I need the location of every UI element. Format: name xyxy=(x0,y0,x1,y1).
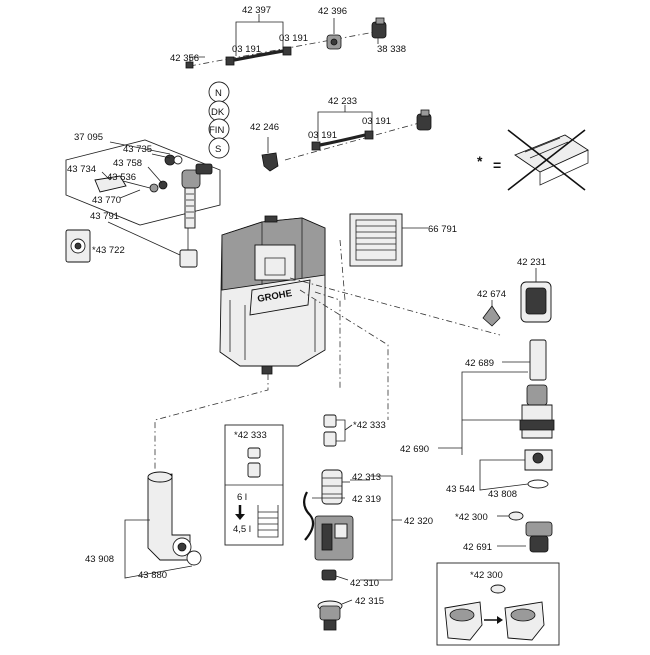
cistern-opening xyxy=(254,244,296,281)
label-43544: 43 544 xyxy=(446,484,475,495)
valve-42396 xyxy=(326,34,342,50)
flush-valve-column xyxy=(303,414,402,631)
part-43880 xyxy=(186,550,202,566)
inset-42300-title: *42 300 xyxy=(470,570,503,581)
fill-valve-group xyxy=(65,139,221,268)
part-42310 xyxy=(321,569,337,581)
label-43770: 43 770 xyxy=(92,195,121,206)
label-42333: *42 333 xyxy=(353,420,386,431)
label-42397: 42 397 xyxy=(242,5,271,16)
country-circle-s xyxy=(208,137,230,159)
label-42689: 42 689 xyxy=(465,358,494,369)
label-42319: 42 319 xyxy=(352,494,381,505)
inset-42333-title: *42 333 xyxy=(234,430,267,441)
label-42310: 42 310 xyxy=(350,578,379,589)
part-43791 xyxy=(179,249,198,268)
hose-assembly-middle xyxy=(261,105,432,172)
part-42356 xyxy=(185,61,194,69)
inset-volume-45: 4,5 l xyxy=(233,524,251,535)
label-42396: 42 396 xyxy=(318,6,347,17)
part-42689 xyxy=(529,339,547,381)
label-42356: 42 356 xyxy=(170,53,199,64)
label-42320: 42 320 xyxy=(404,516,433,527)
country-label-n: N xyxy=(215,88,222,99)
label-43734: 43 734 xyxy=(67,164,96,175)
label-43908: 43 908 xyxy=(85,554,114,565)
label-42231: 42 231 xyxy=(517,257,546,268)
valve-38338 xyxy=(371,17,387,39)
label-43791: 43 791 xyxy=(90,211,119,222)
inset-42333: *42 333 6 l 4,5 l xyxy=(224,424,284,546)
label-38338: 38 338 xyxy=(377,44,406,55)
flush-pipe-column xyxy=(438,268,555,553)
country-label-s: S xyxy=(215,144,221,155)
part-42674 xyxy=(482,305,501,327)
label-37095: 37 095 xyxy=(74,132,103,143)
part-42333-pair xyxy=(323,414,337,447)
hose-assembly-top xyxy=(185,14,387,69)
label-66791: 66 791 xyxy=(428,224,457,235)
country-label-dk: DK xyxy=(211,107,225,118)
part-43544 xyxy=(524,449,553,471)
label-03191-d: 03 191 xyxy=(362,116,391,127)
inset-42300-frame xyxy=(436,562,560,646)
label-42246: 42 246 xyxy=(250,122,279,133)
label-43735: 43 735 xyxy=(123,144,152,155)
country-variants: N DK FIN S xyxy=(208,81,230,159)
label-42233: 42 233 xyxy=(328,96,357,107)
nut-03191-right xyxy=(282,46,292,56)
part-42320 xyxy=(314,515,354,561)
fill-valve-box xyxy=(65,139,221,226)
valve-top-right xyxy=(416,109,432,131)
nut-03191-left xyxy=(225,56,235,66)
part-43722-bag xyxy=(65,229,91,263)
label-42674: 42 674 xyxy=(477,289,506,300)
part-42300 xyxy=(508,511,524,521)
label-42691: 42 691 xyxy=(463,542,492,553)
part-42690 xyxy=(519,384,555,439)
nut-03191-d xyxy=(364,130,374,140)
tank-level-icon xyxy=(257,505,279,538)
label-03191-b: 03 191 xyxy=(279,33,308,44)
grohe-badge xyxy=(249,279,311,316)
bracket-42246 xyxy=(261,152,279,172)
label-43880: 43 880 xyxy=(138,570,167,581)
label-43808: 43 808 xyxy=(488,489,517,500)
star-symbol: * xyxy=(477,153,483,169)
nut-03191-c xyxy=(311,141,321,151)
part-42691 xyxy=(525,521,553,553)
label-43722: *43 722 xyxy=(92,245,125,256)
flush-elbow-pipe xyxy=(124,471,202,579)
label-42690: 42 690 xyxy=(400,444,429,455)
label-43536: 43 536 xyxy=(107,172,136,183)
label-43758: 43 758 xyxy=(113,158,142,169)
inset-volume-6: 6 l xyxy=(237,492,247,503)
toilet-bowl-after xyxy=(504,601,545,641)
label-42315: 42 315 xyxy=(355,596,384,607)
crossed-out-tray xyxy=(514,134,589,173)
label-42300: *42 300 xyxy=(455,512,488,523)
label-03191-a: 03 191 xyxy=(232,44,261,55)
part-42313 xyxy=(321,469,343,505)
label-42313: 42 313 xyxy=(352,472,381,483)
equals-symbol: = xyxy=(493,157,501,173)
part-43808 xyxy=(527,479,549,489)
country-label-fin: FIN xyxy=(209,125,224,136)
fill-valve-body xyxy=(181,163,213,229)
part-42315 xyxy=(317,600,343,631)
label-03191-c: 03 191 xyxy=(308,130,337,141)
hose-42397 xyxy=(233,49,284,62)
inset-42300: *42 300 xyxy=(436,562,560,646)
panel-66791 xyxy=(349,213,428,267)
hose-42233 xyxy=(319,133,366,147)
concealed-cistern: GROHE xyxy=(219,215,326,375)
part-42319-cord xyxy=(303,491,315,541)
cistern-outlet xyxy=(261,365,273,375)
not-required-part: * = xyxy=(477,129,589,191)
toilet-bowl-before xyxy=(444,601,483,641)
